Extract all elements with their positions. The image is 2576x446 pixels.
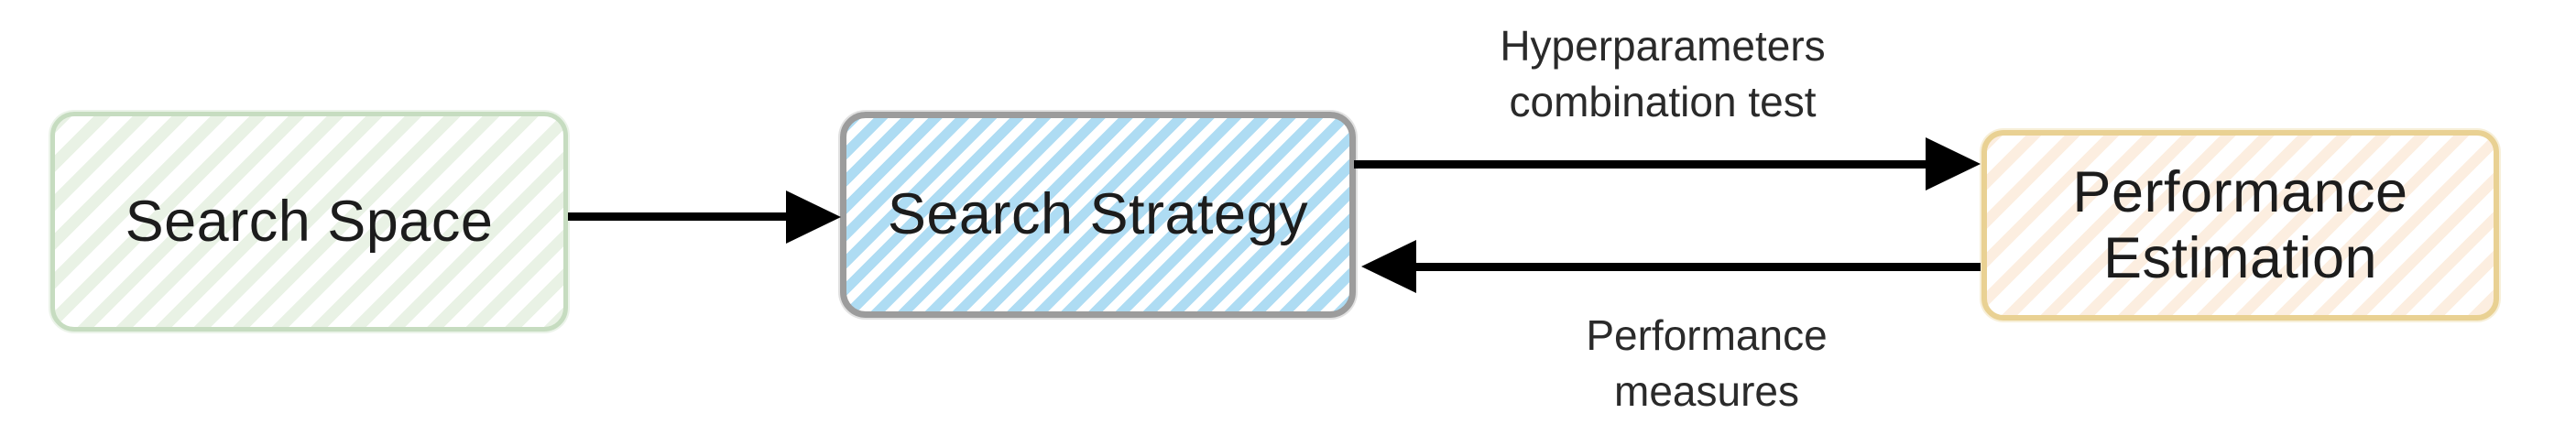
arrow-strategy-to-estimation-head-icon <box>1926 137 1981 190</box>
edge-label-hyperparameters-combination-test: Hyperparameters combination test <box>1500 22 1826 125</box>
arrow-search-space-to-strategy-shaft <box>568 212 792 221</box>
node-search-space-label: Search Space <box>125 189 494 254</box>
node-performance-estimation-label: Performance Estimation <box>2072 159 2408 290</box>
arrow-estimation-to-strategy-shaft <box>1413 263 1981 271</box>
edge-label-performance-measures: Performance measures <box>1586 311 1828 415</box>
arrow-search-space-to-strategy-head-icon <box>786 190 841 244</box>
node-search-strategy: Search Strategy <box>840 112 1356 318</box>
node-search-space: Search Space <box>50 112 568 332</box>
node-search-strategy-label: Search Strategy <box>887 182 1309 247</box>
node-performance-estimation: Performance Estimation <box>1981 130 2499 321</box>
arrow-estimation-to-strategy-head-icon <box>1361 240 1416 293</box>
arrow-strategy-to-estimation-shaft <box>1354 160 1931 169</box>
